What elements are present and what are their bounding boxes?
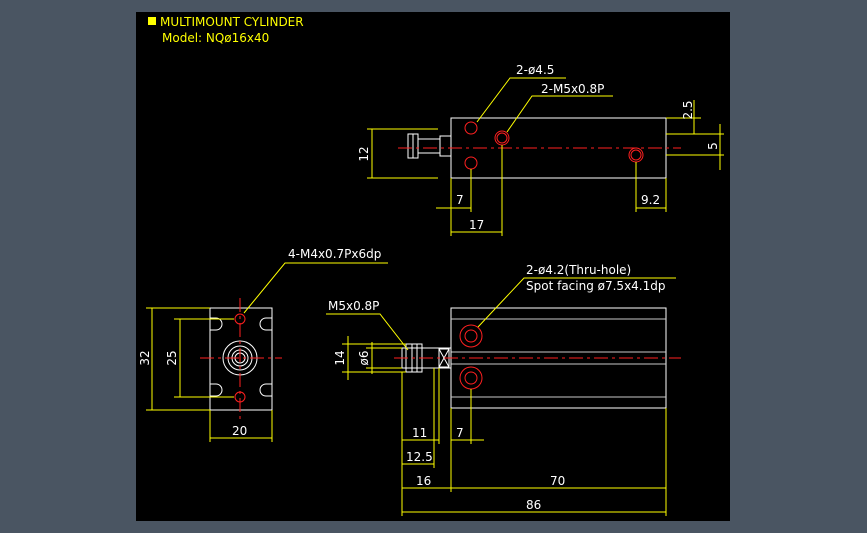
- dim-end-width: 20: [232, 424, 247, 438]
- top-view: 2-ø4.5 2-M5x0.8P 12 2.5 5 7 17 9.2: [357, 63, 724, 236]
- callout-spot-facing: Spot facing ø7.5x4.1dp: [526, 279, 666, 293]
- dim-top-height: 12: [357, 146, 371, 161]
- callout-holes: 2-ø4.5: [516, 63, 554, 77]
- drawing-title: MULTIMOUNT CYLINDER: [160, 15, 304, 29]
- dim-side-7: 7: [456, 426, 464, 440]
- callout-thru-hole: 2-ø4.2(Thru-hole): [526, 263, 631, 277]
- dim-side-11: 11: [412, 426, 427, 440]
- top-view-rod: [417, 138, 441, 154]
- dim-side-16: 16: [416, 474, 431, 488]
- end-view: 4-M4x0.7Px6dp 32 25 20: [138, 247, 388, 442]
- dim-port-x: 17: [469, 218, 484, 232]
- dim-rod-dia: ø6: [357, 351, 371, 366]
- cad-drawing: MULTIMOUNT CYLINDER Model: NQø16x40 2-ø4…: [138, 15, 724, 516]
- side-view: 2-ø4.2(Thru-hole) Spot facing ø7.5x4.1dp…: [326, 263, 681, 516]
- leader-thru-hole: [477, 277, 676, 328]
- title-marker-icon: [148, 17, 156, 25]
- side-view-body: [450, 307, 667, 409]
- leader-tap: [243, 262, 388, 314]
- leader-holes: [476, 77, 566, 123]
- leader-port: [506, 95, 613, 133]
- top-view-hole-upper: [464, 121, 478, 135]
- dim-end-height-outer: 32: [138, 350, 152, 365]
- leader-rod-thread: [326, 313, 409, 351]
- callout-port: 2-M5x0.8P: [541, 82, 604, 96]
- callout-tap: 4-M4x0.7Px6dp: [288, 247, 381, 261]
- dim-side-14: 14: [333, 350, 347, 365]
- top-view-rod-boss: [439, 135, 452, 157]
- dim-end-height-inner: 25: [165, 350, 179, 365]
- dim-top-offset: 2.5: [681, 100, 695, 119]
- drawing-canvas: MULTIMOUNT CYLINDER Model: NQø16x40 2-ø4…: [136, 12, 730, 521]
- drawing-model: Model: NQø16x40: [162, 31, 269, 45]
- dim-right-port: 9.2: [641, 193, 660, 207]
- side-view-hole-lower: [459, 366, 483, 390]
- dim-side-70: 70: [550, 474, 565, 488]
- dim-hole-x: 7: [456, 193, 464, 207]
- callout-rod-thread: M5x0.8P: [328, 299, 379, 313]
- dim-port-offset: 5: [706, 142, 720, 150]
- top-view-hole-lower: [464, 156, 478, 170]
- dim-side-86: 86: [526, 498, 541, 512]
- dim-side-12-5: 12.5: [406, 450, 433, 464]
- side-view-hole-upper: [459, 324, 483, 348]
